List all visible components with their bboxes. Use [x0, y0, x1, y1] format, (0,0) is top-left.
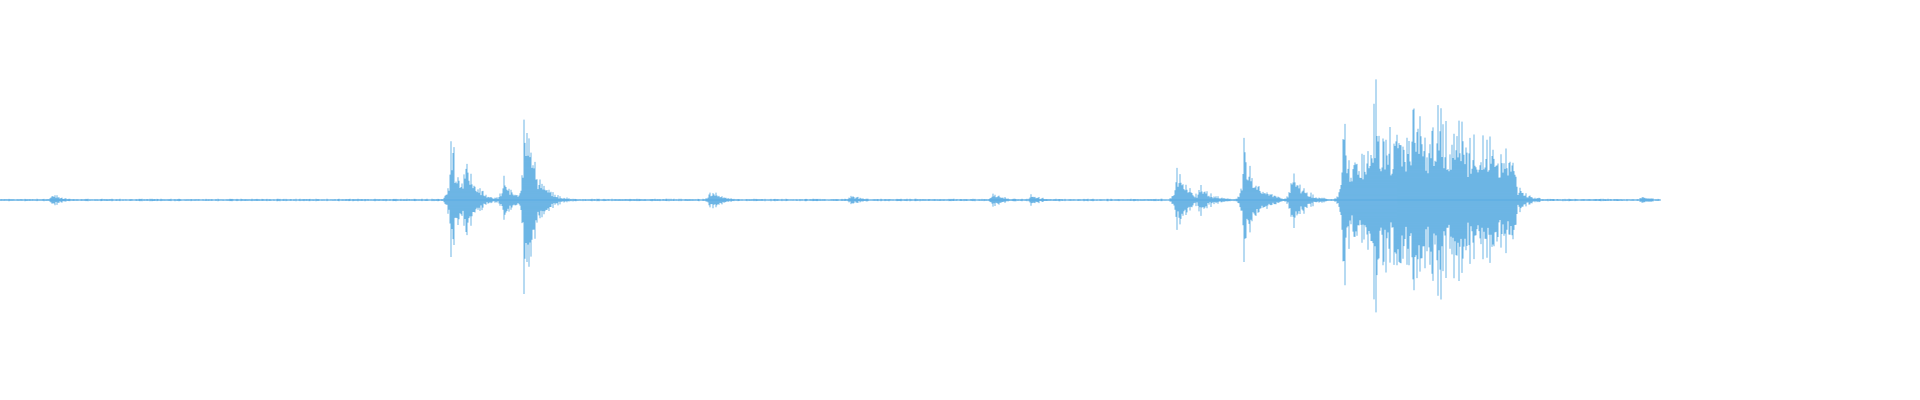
- waveform-samples: [0, 79, 1661, 313]
- waveform-trace: [0, 79, 1661, 313]
